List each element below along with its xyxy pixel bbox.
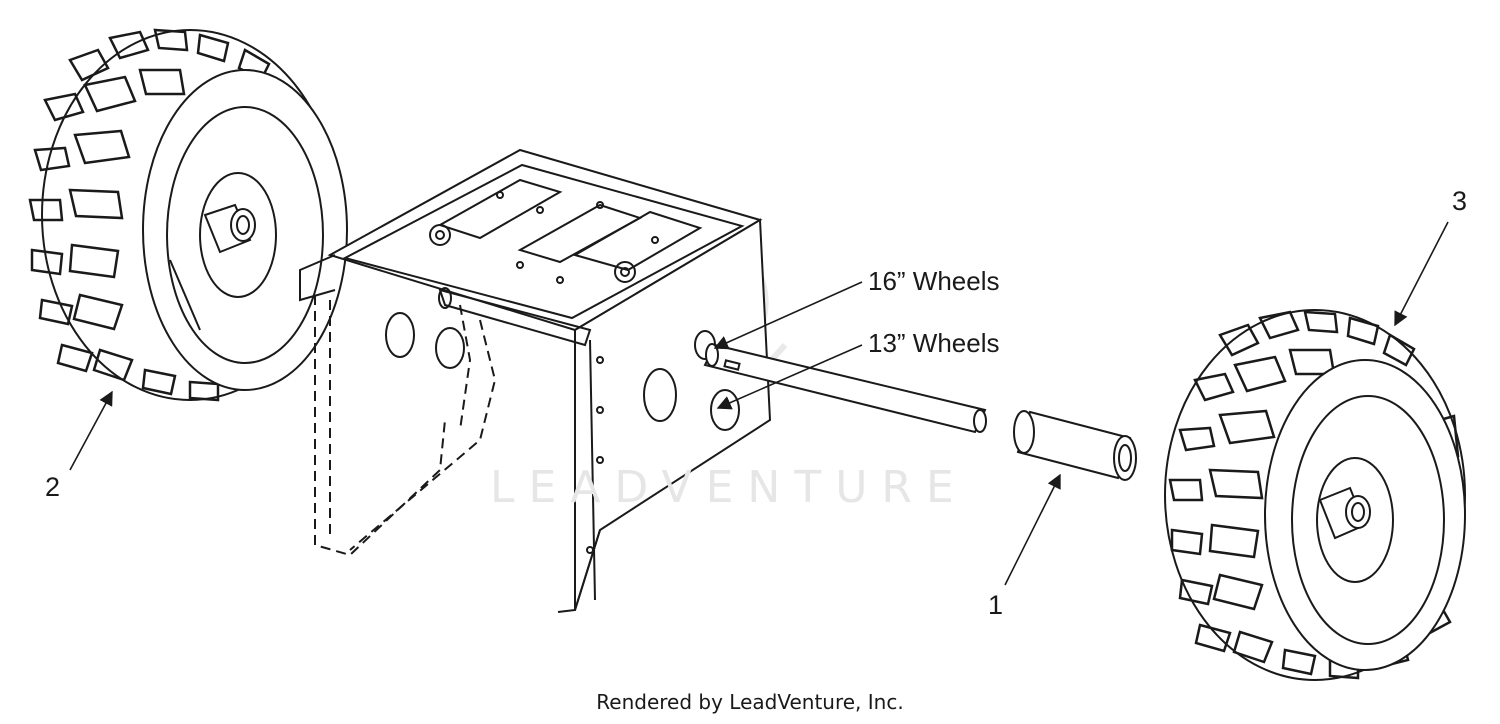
frame-housing bbox=[299, 148, 772, 613]
leader-part-1 bbox=[1004, 473, 1061, 586]
right-wheel bbox=[1164, 309, 1466, 681]
watermark-text: LEADVENTURE bbox=[490, 462, 968, 513]
spacer-tube bbox=[1013, 410, 1137, 481]
leader-13-wheels bbox=[716, 344, 863, 410]
render-credit: Rendered by LeadVenture, Inc. bbox=[596, 690, 904, 714]
leader-lines bbox=[69, 221, 1449, 586]
axle-rod bbox=[703, 343, 987, 434]
callout-part-3: 3 bbox=[1452, 186, 1468, 216]
label-16-wheels: 16” Wheels bbox=[868, 266, 1000, 296]
callout-part-2: 2 bbox=[45, 472, 61, 502]
leader-part-3 bbox=[1394, 221, 1449, 327]
leader-part-2 bbox=[69, 390, 113, 471]
label-13-wheels: 13” Wheels bbox=[868, 328, 1000, 358]
left-wheel bbox=[28, 28, 348, 402]
leader-16-wheels bbox=[713, 281, 863, 350]
callout-part-1: 1 bbox=[988, 590, 1004, 620]
